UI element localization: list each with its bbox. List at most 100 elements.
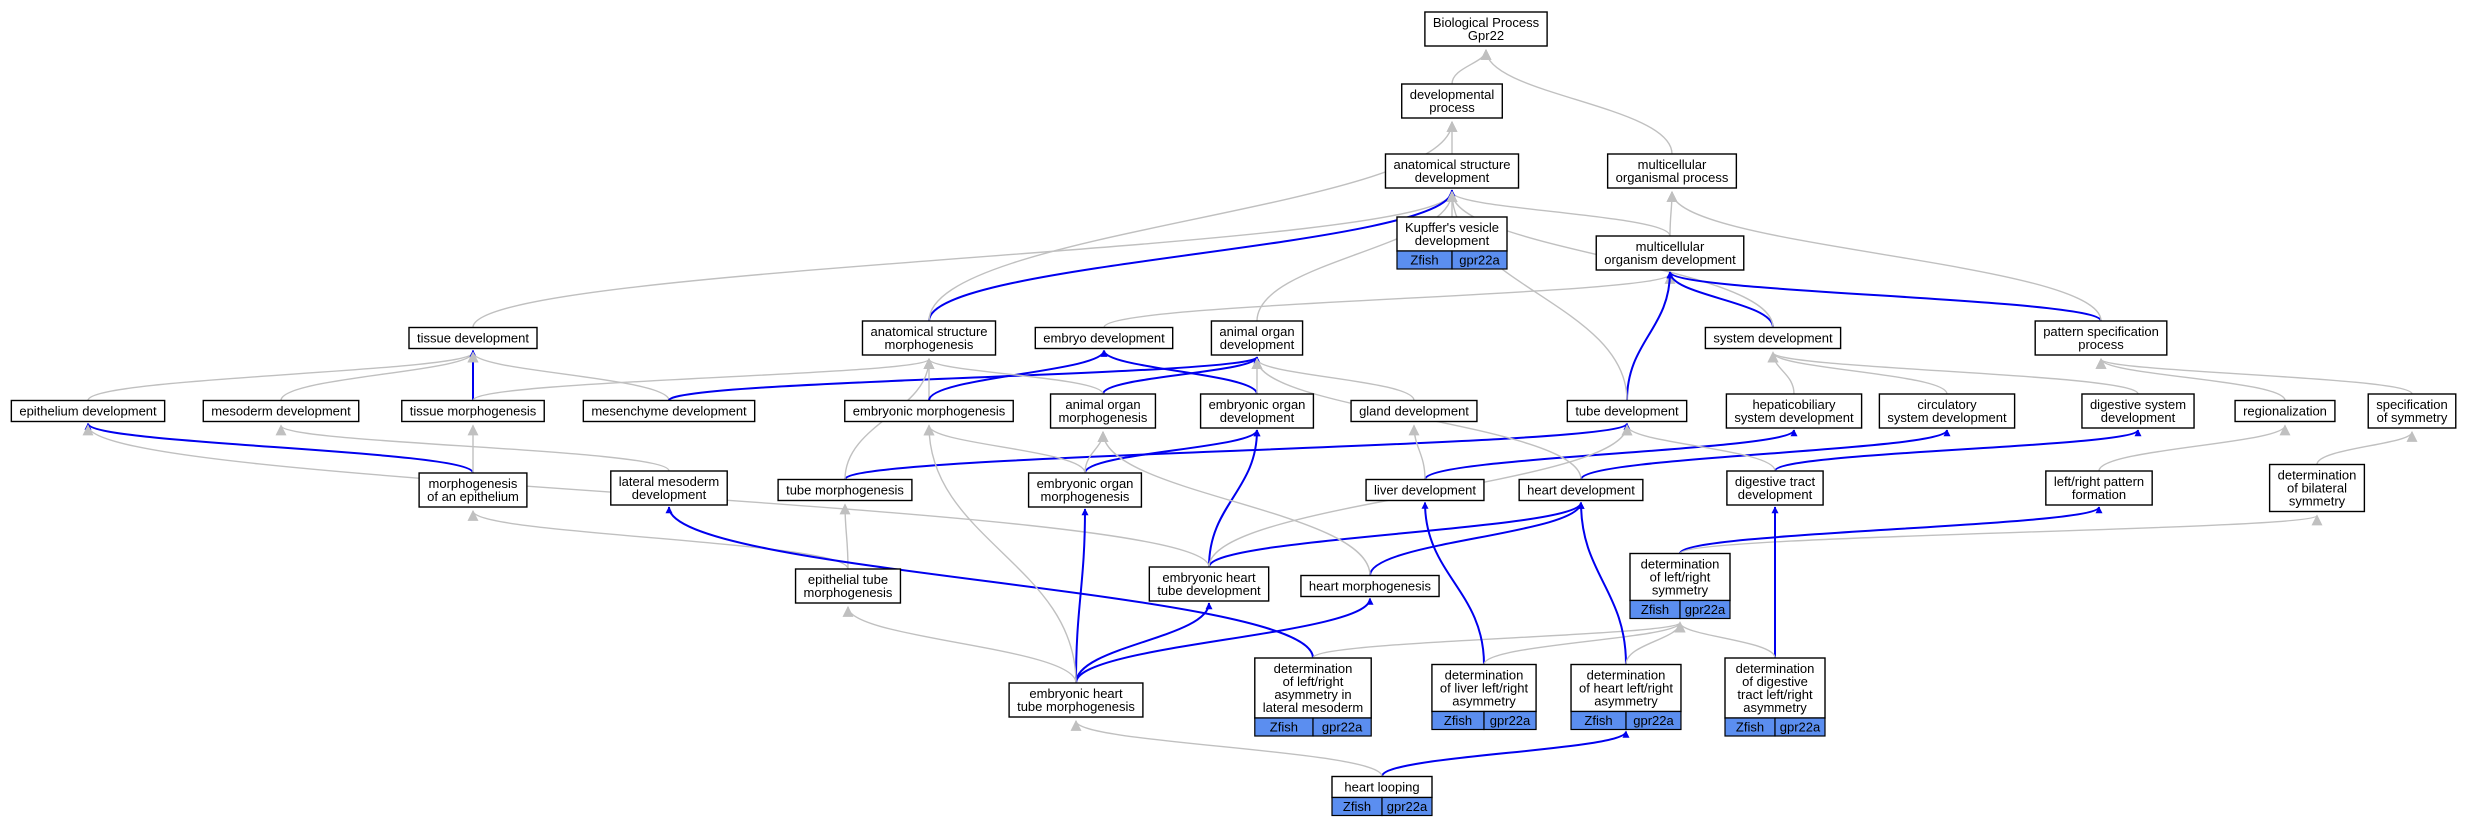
node-tubedev[interactable]: tube development: [1566, 399, 1688, 423]
annotation-tag[interactable]: gpr22a: [1625, 710, 1682, 731]
node-tismorph[interactable]: tissue morphogenesis: [401, 399, 545, 423]
node-epidev[interactable]: epithelium development: [10, 399, 166, 423]
annotation-tag[interactable]: gpr22a: [1381, 796, 1433, 817]
node-label: Biological Process: [1433, 15, 1540, 30]
node-label: mesenchyme development: [591, 404, 747, 419]
annotation-tag[interactable]: Zfish: [1724, 717, 1776, 737]
node-label: epithelial tube: [808, 572, 888, 587]
annotation-tag[interactable]: Zfish: [1431, 710, 1485, 731]
node-label: of digestive: [1742, 674, 1808, 689]
edge-heartloop-to-ehtm: [1070, 719, 1383, 777]
node-label: circulatory: [1917, 397, 1977, 412]
annotation-tag[interactable]: gpr22a: [1451, 250, 1508, 270]
edge-asm-to-devproc: [928, 120, 1458, 322]
node-heartdev[interactable]: heart development: [1518, 478, 1644, 502]
node-label: morphogenesis: [804, 585, 893, 600]
node-label: of left/right: [1283, 674, 1344, 689]
annotation-tag[interactable]: Zfish: [1396, 250, 1453, 270]
node-label: asymmetry: [1452, 694, 1516, 709]
tag-box: [1679, 599, 1731, 620]
edge-epitube-to-tubemorph: [839, 503, 851, 570]
annotation-tag[interactable]: Zfish: [1570, 710, 1627, 731]
edge-ehtd-to-heartdev: [1208, 501, 1585, 568]
node-label: organism development: [1604, 252, 1736, 267]
node-label: process: [2078, 337, 2124, 352]
annotation-tag[interactable]: Zfish: [1254, 717, 1314, 737]
node-heartmorph[interactable]: heart morphogenesis: [1300, 574, 1440, 598]
annotation-tag[interactable]: gpr22a: [1312, 717, 1372, 737]
annotation-tag[interactable]: gpr22a: [1774, 717, 1826, 737]
node-box: [1034, 326, 1174, 350]
node-label: tissue morphogenesis: [410, 404, 537, 419]
annotation-tag[interactable]: gpr22a: [1483, 710, 1537, 731]
node-label: symmetry: [1652, 583, 1709, 598]
node-label: left/right pattern: [2054, 474, 2144, 489]
edge-region-to-pattspec: [2095, 357, 2286, 401]
annotation-tag[interactable]: Zfish: [1331, 796, 1383, 817]
edge-eomorph-to-eod: [1084, 429, 1261, 474]
node-label: determination: [1736, 661, 1815, 676]
node-box: [844, 399, 1014, 423]
node-tubemorph[interactable]: tube morphogenesis: [777, 478, 913, 502]
node-box: [1008, 682, 1144, 718]
edge-detbilat-to-specsym: [2316, 430, 2418, 465]
node-label: of liver left/right: [1440, 681, 1529, 696]
node-mesendev[interactable]: mesenchyme development: [582, 399, 756, 423]
node-box: [610, 470, 728, 506]
node-label: morphogenesis: [885, 337, 974, 352]
node-embmorph[interactable]: embryonic morphogenesis: [844, 399, 1014, 423]
edge-ehtm-to-embmorph: [923, 424, 1077, 684]
node-region[interactable]: regionalization: [2234, 399, 2336, 423]
edge-tisdev-to-asd: [472, 190, 1458, 328]
node-box: [1518, 478, 1644, 502]
node-label: lateral mesoderm: [619, 474, 719, 489]
node-glanddev[interactable]: gland development: [1350, 399, 1478, 423]
node-label: of bilateral: [2287, 481, 2347, 496]
edge-heartdev-to-circdev: [1580, 429, 1951, 481]
node-label: system development: [1713, 331, 1833, 346]
node-tisdev[interactable]: tissue development: [408, 326, 538, 350]
node-sysdev[interactable]: system development: [1704, 326, 1842, 350]
node-box: [1049, 393, 1157, 429]
annotation-tag[interactable]: Zfish: [1629, 599, 1681, 620]
node-label: morphogenesis: [1059, 410, 1148, 425]
node-label: asymmetry: [1594, 694, 1658, 709]
node-label: embryonic heart: [1029, 686, 1123, 701]
node-label: symmetry: [2289, 494, 2346, 509]
annotation-tag[interactable]: gpr22a: [1679, 599, 1731, 620]
node-liverdev[interactable]: liver development: [1365, 478, 1485, 502]
node-mesodev[interactable]: mesoderm development: [202, 399, 360, 423]
node-embdev[interactable]: embryo development: [1034, 326, 1174, 350]
node-label: tract left/right: [1737, 687, 1813, 702]
